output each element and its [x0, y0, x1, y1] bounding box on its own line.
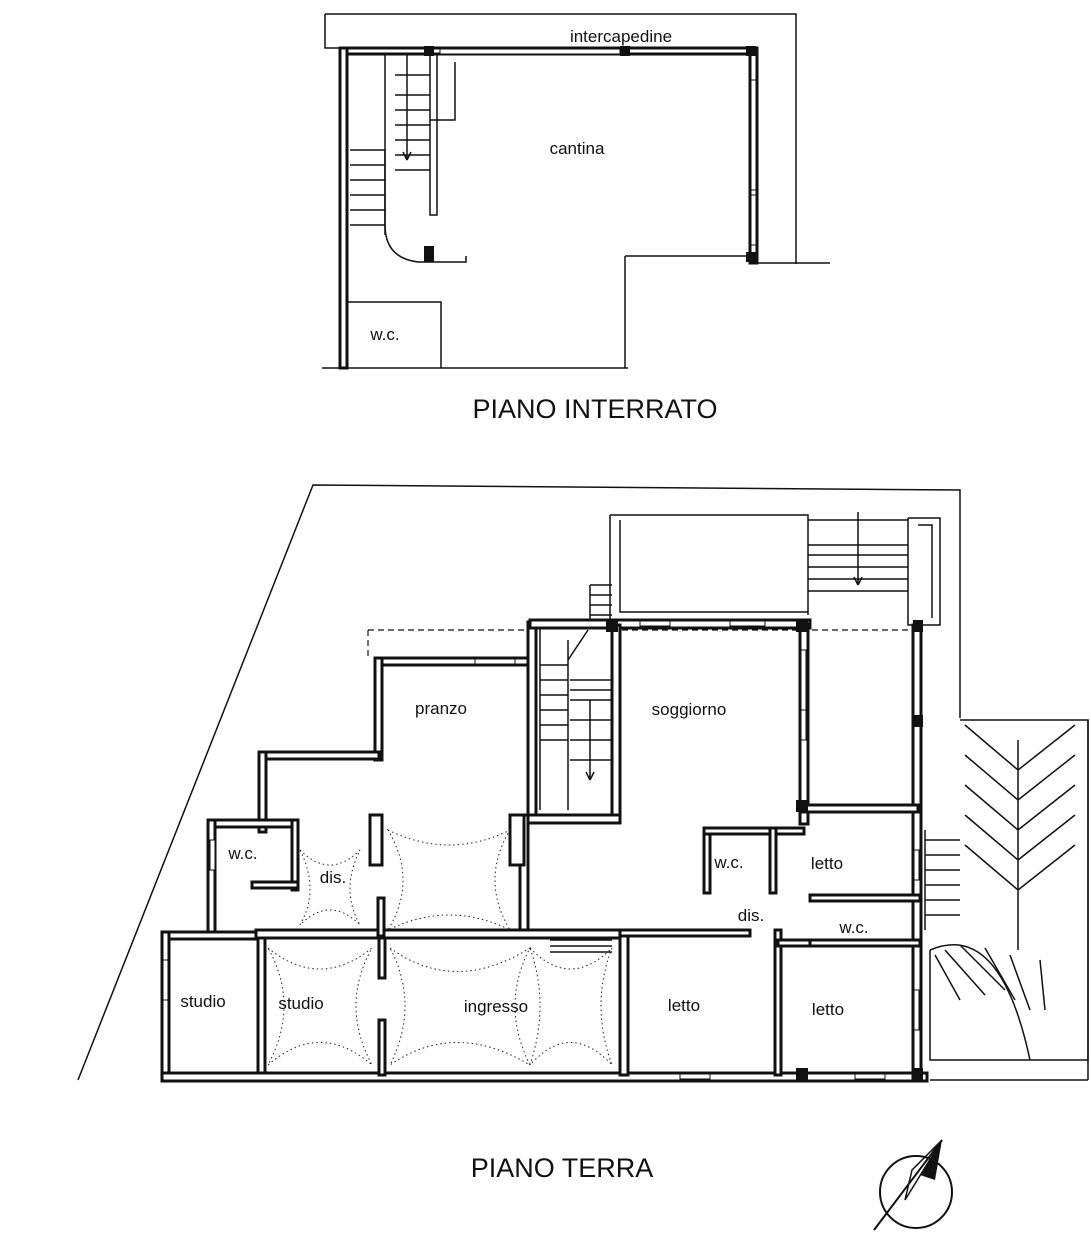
window	[750, 79, 757, 191]
room-label-dis-left: dis.	[320, 868, 346, 887]
room-label-intercapedine: intercapedine	[570, 27, 672, 46]
basement-stairs	[350, 55, 467, 263]
room-label-wc-right: w.c.	[838, 918, 868, 937]
room-label-wc-left: w.c.	[227, 844, 257, 863]
room-label-letto-top: letto	[811, 854, 843, 873]
terrace-steps	[589, 512, 908, 625]
room-label-dis-center: dis.	[738, 906, 764, 925]
pillar	[620, 46, 630, 56]
wc-wall	[346, 301, 442, 368]
terrace	[609, 514, 941, 626]
ground-pillars	[606, 620, 923, 1080]
room-label-letto-bottom-right: letto	[812, 1000, 844, 1019]
window	[750, 194, 757, 246]
room-label-letto-bottom-left: letto	[668, 996, 700, 1015]
pillar	[746, 252, 756, 262]
ground-title: PIANO TERRA	[471, 1153, 654, 1183]
portico-outline	[367, 629, 920, 660]
pillar	[746, 46, 756, 56]
basement-title: PIANO INTERRATO	[472, 394, 717, 424]
room-label-soggiorno: soggiorno	[652, 700, 727, 719]
room-label-wc: w.c.	[369, 325, 399, 344]
cantina-wall-left	[338, 46, 349, 370]
room-label-studio-left: studio	[180, 992, 225, 1011]
spiral-stair	[924, 719, 1089, 1061]
ceiling-vaults	[267, 828, 613, 1067]
room-label-studio-center: studio	[278, 994, 323, 1013]
ground-walls	[160, 618, 929, 1083]
internal-stairs	[539, 628, 612, 953]
room-label-ingresso: ingresso	[464, 997, 528, 1016]
pillar	[424, 246, 434, 262]
basement-plan: intercapedine cantina w.c. PIANO INTERRA…	[322, 13, 830, 424]
lot-boundary	[77, 484, 1089, 1081]
cantina-wall-bottom	[322, 255, 830, 369]
north-arrow-icon	[873, 1139, 953, 1231]
room-label-cantina: cantina	[550, 139, 605, 158]
window	[439, 48, 621, 55]
ground-windows	[162, 620, 920, 1080]
ground-plan: pranzo soggiorno w.c. dis. w.c. letto di…	[77, 484, 1089, 1183]
room-label-pranzo: pranzo	[415, 699, 467, 718]
room-label-wc-center: w.c.	[713, 853, 743, 872]
pillar	[424, 46, 434, 56]
